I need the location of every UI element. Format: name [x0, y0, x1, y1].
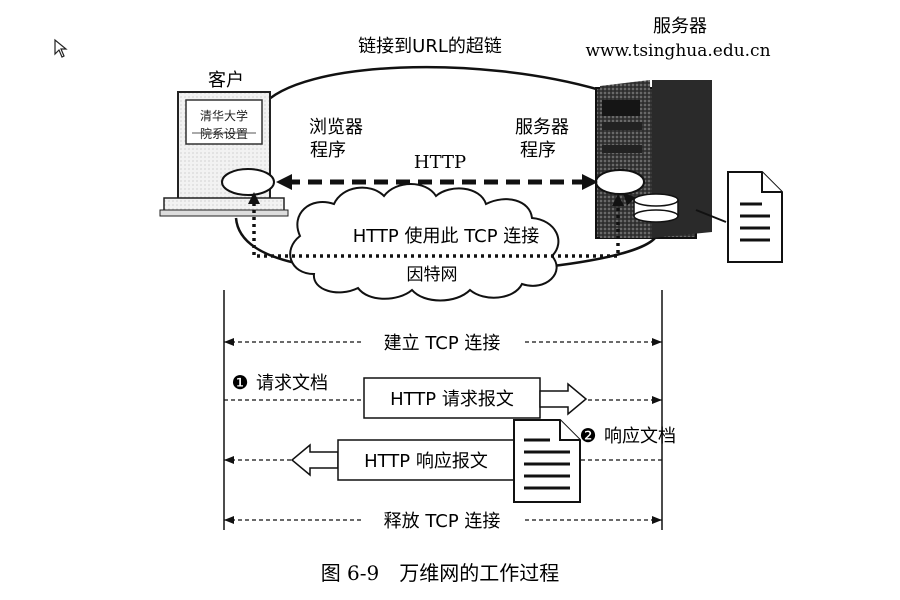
- request-message-label: HTTP 请求报文: [390, 389, 514, 410]
- hyperlink-curve: [261, 65, 601, 107]
- server-program-label-line2: 程序: [520, 140, 556, 161]
- response-hollow-arrow: [290, 443, 339, 477]
- tcp-path-arrowhead-left: [248, 192, 260, 204]
- screen-text-line1: 清华大学: [200, 108, 248, 123]
- tcp-path-arrowhead-right: [612, 194, 624, 206]
- client-title: 客户: [208, 70, 244, 91]
- server-title: 服务器: [653, 16, 707, 37]
- client-computer: [159, 91, 289, 217]
- response-line-arrowhead: [224, 456, 234, 464]
- browser-label-line1: 浏览器: [309, 117, 363, 138]
- hyperlink-label: 链接到URL的超链: [358, 36, 502, 57]
- step2-label: 响应文档: [604, 426, 676, 447]
- establish-tcp-arrow-right: [652, 338, 662, 346]
- step1-label: 请求文档: [256, 373, 328, 394]
- release-tcp-label-bg: [362, 506, 524, 532]
- request-hollow-arrow: [539, 382, 588, 416]
- document-icon: [727, 171, 783, 263]
- establish-tcp-label: 建立 TCP 连接: [384, 333, 501, 354]
- request-line-arrowhead: [652, 396, 662, 404]
- database-icon: [633, 193, 679, 223]
- response-message-label: HTTP 响应报文: [364, 451, 488, 472]
- tcp-connection-dotted-path: [252, 196, 620, 258]
- step1-number: ❶: [231, 372, 248, 394]
- figure-caption: 图 6-9 万维网的工作过程: [321, 561, 560, 585]
- server-to-document-line: [695, 209, 727, 223]
- server-program-label-line1: 服务器: [515, 117, 569, 138]
- request-message-box: [363, 377, 541, 419]
- tcp-connection-label: HTTP 使用此 TCP 连接: [353, 226, 540, 247]
- establish-tcp-arrow-left: [224, 338, 234, 346]
- establish-tcp-label-bg: [362, 328, 524, 354]
- server-domain: www.tsinghua.edu.cn: [585, 41, 770, 61]
- server-program-node: [595, 169, 645, 195]
- response-message-box: [337, 439, 515, 481]
- step2-number: ❷: [579, 425, 596, 447]
- browser-label-line2: 程序: [310, 140, 346, 161]
- pointer-icon: [54, 38, 68, 58]
- browser-program-node: [221, 168, 275, 196]
- screen-text-line2: 院系设置: [200, 127, 248, 141]
- release-tcp-label: 释放 TCP 连接: [384, 511, 501, 532]
- internet-label: 因特网: [407, 265, 458, 285]
- release-tcp-arrow-right: [652, 516, 662, 524]
- http-arrowhead-right: [582, 174, 598, 190]
- http-arrowhead-left: [276, 174, 292, 190]
- release-tcp-arrow-left: [224, 516, 234, 524]
- db-to-server-arrow: [622, 192, 636, 206]
- http-label: HTTP: [414, 152, 466, 173]
- response-document-icon: [513, 419, 581, 503]
